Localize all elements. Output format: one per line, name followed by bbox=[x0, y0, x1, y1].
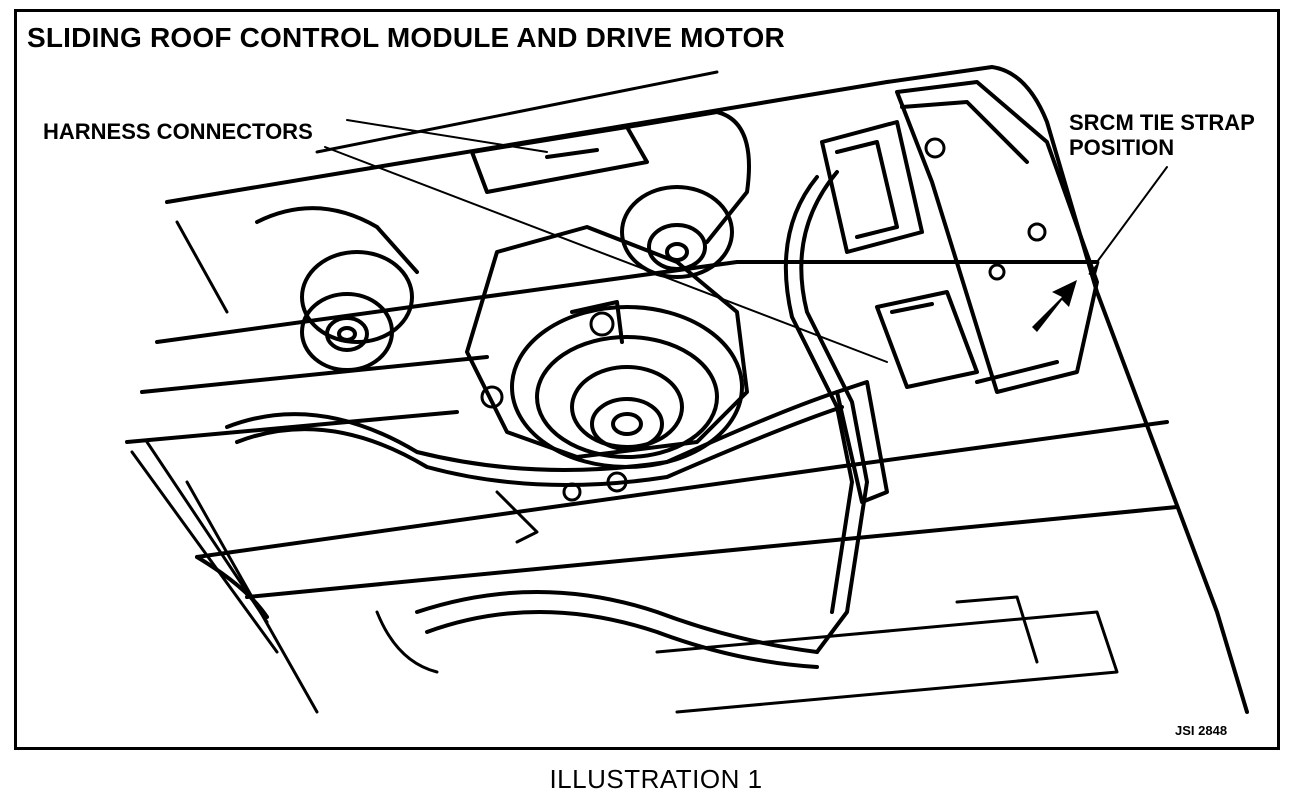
srcm-label-line1: SRCM TIE STRAP bbox=[1069, 110, 1255, 135]
wiring-harness bbox=[225, 170, 889, 669]
harness-connectors-label: HARNESS CONNECTORS bbox=[43, 119, 313, 144]
leader-lines bbox=[324, 119, 1168, 363]
motor-screw-1 bbox=[589, 311, 615, 337]
roof-rails bbox=[125, 65, 1249, 714]
line-drawing bbox=[125, 65, 1249, 714]
diagram-title: SLIDING ROOF CONTROL MODULE AND DRIVE MO… bbox=[27, 22, 785, 53]
lower-body bbox=[375, 490, 1119, 714]
srcm-screw-top bbox=[924, 137, 946, 159]
upper-pulley bbox=[620, 185, 734, 279]
srcm-screw-low bbox=[988, 263, 1006, 281]
tie-strap-arrow bbox=[1032, 280, 1077, 332]
srcm-module bbox=[895, 80, 1099, 394]
left-pulley bbox=[255, 206, 419, 372]
upper-connector bbox=[820, 120, 924, 254]
top-bracket bbox=[470, 110, 751, 244]
figure-caption: ILLUSTRATION 1 bbox=[549, 764, 763, 794]
arrow-head bbox=[1088, 261, 1100, 277]
roof-edge-lines bbox=[130, 220, 319, 714]
drive-motor bbox=[465, 225, 749, 469]
srcm-tie-strap-label: SRCM TIE STRAP POSITION bbox=[1069, 110, 1255, 160]
drawing-code: JSI 2848 bbox=[1175, 723, 1228, 738]
illustration-frame: SLIDING ROOF CONTROL MODULE AND DRIVE MO… bbox=[14, 9, 1280, 750]
srcm-screw-mid bbox=[1027, 222, 1047, 242]
srcm-label-line2: POSITION bbox=[1069, 135, 1175, 160]
trim-line bbox=[315, 70, 719, 154]
lower-connector bbox=[875, 290, 979, 389]
motor-screw-2 bbox=[480, 385, 504, 409]
